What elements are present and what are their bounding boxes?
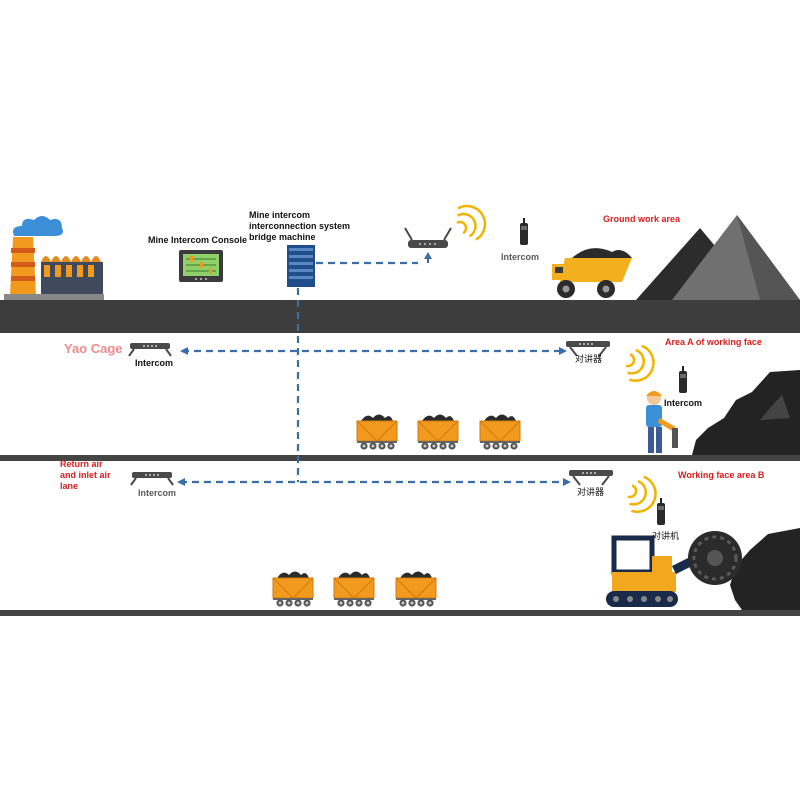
miner-worker-icon	[646, 391, 678, 453]
wireless-ap-icon	[404, 227, 452, 248]
bridge-label-line2: interconnection system	[249, 221, 351, 231]
yao-cage-ap-icon	[128, 342, 172, 357]
ground-work-area-label: Ground work area	[603, 214, 681, 224]
mine-cart-icon	[356, 414, 398, 451]
mine-cart-icon	[272, 571, 314, 608]
link-arrowheads	[177, 252, 571, 486]
intercom-a-worker-label: Intercom	[664, 398, 703, 408]
coal-mountain-icon	[636, 215, 800, 300]
coal-seam-a	[692, 370, 800, 455]
factory-icon	[4, 216, 104, 300]
yao-cage-label: Yao Cage	[64, 341, 123, 356]
return-lane-ap-icon	[130, 471, 174, 486]
area-b-ap-label: 对讲器	[577, 487, 605, 497]
mine-cart-icon	[417, 414, 459, 451]
walkie-talkie-icon	[520, 218, 528, 245]
level-a-floor-line	[0, 455, 800, 461]
intercom-b-left-label: Intercom	[138, 488, 177, 498]
bridge-label-line1: Mine intercom	[249, 210, 311, 220]
mine-cart-icon	[479, 414, 521, 451]
area-a-ap-label: 对讲器	[575, 354, 603, 364]
return-air-label-line3: lane	[60, 481, 79, 491]
area-b-radio-label: 对讲机	[652, 531, 680, 541]
wifi-signal-icon	[449, 198, 493, 245]
communication-links	[180, 261, 568, 484]
level-b-floor-line	[0, 610, 800, 616]
area-b-wifi-icon	[622, 472, 662, 519]
return-air-label-line1: Return air	[60, 459, 103, 469]
area-a-wifi-icon	[620, 341, 660, 388]
console-monitor-icon	[179, 250, 223, 282]
area-b-ap-icon	[568, 469, 614, 486]
coal-seam-b	[730, 528, 800, 610]
intercom-a-left-label: Intercom	[135, 358, 174, 368]
bridge-server-icon	[287, 245, 315, 287]
surface-ground-band	[0, 300, 800, 333]
mine-cart-icon	[333, 571, 375, 608]
return-air-label-line2: and inlet air	[60, 470, 111, 480]
dump-truck-icon	[552, 248, 632, 298]
bridge-label-line3: bridge machine	[249, 232, 316, 242]
ground-intercom-label: Intercom	[501, 252, 540, 262]
console-label: Mine Intercom Console	[148, 235, 248, 245]
walkie-talkie-icon	[657, 498, 665, 525]
mine-cart-icon	[395, 571, 437, 608]
area-a-label: Area A of working face	[665, 337, 762, 347]
road-header-machine-icon	[606, 531, 742, 607]
area-b-label: Working face area B	[678, 470, 765, 480]
walkie-talkie-icon	[679, 366, 687, 393]
